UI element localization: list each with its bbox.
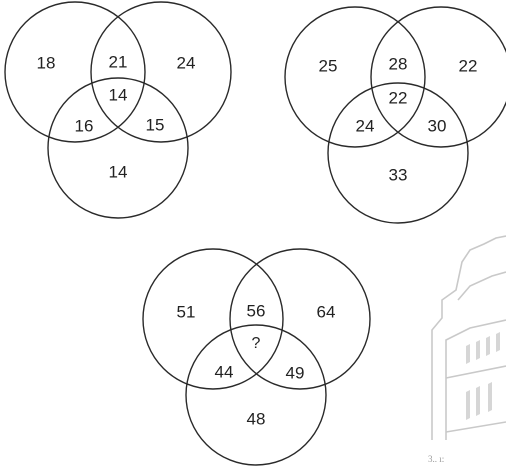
venn-diagram-1: 18 24 21 14 16 15 14 (5, 2, 231, 218)
venn-3-region-ab: 56 (247, 301, 266, 320)
venn-1-region-a-only: 18 (37, 53, 56, 72)
venn-3-region-abc-unknown: ? (252, 335, 261, 352)
venn-1-region-c-only: 14 (109, 162, 128, 181)
venn-3-region-bc: 49 (286, 363, 305, 382)
venn-3-region-b-only: 64 (317, 302, 336, 321)
venn-diagram-3: 51 64 56 ? 44 49 48 (143, 249, 370, 465)
venn-2-region-b-only: 22 (459, 56, 478, 75)
venn-3-region-c-only: 48 (247, 409, 266, 428)
venn-2-region-ab: 28 (389, 54, 408, 73)
venn-2-region-abc: 22 (389, 88, 408, 107)
venn-1-region-ac: 16 (75, 116, 94, 135)
venn-2-region-bc: 30 (428, 116, 447, 135)
venn-2-region-a-only: 25 (319, 56, 338, 75)
venn-3-region-a-only: 51 (177, 302, 196, 321)
watermark-caption: 3.. ı: (428, 454, 444, 464)
venn-1-region-ab: 21 (109, 52, 128, 71)
venn-2-region-c-only: 33 (389, 165, 408, 184)
venn-1-region-b-only: 24 (177, 53, 196, 72)
venn-2-region-ac: 24 (356, 116, 375, 135)
venn-3-region-ac: 44 (215, 362, 234, 381)
venn-1-region-abc: 14 (109, 85, 128, 104)
venn-diagram-2: 25 22 28 22 24 30 33 (285, 7, 506, 223)
venn-1-region-bc: 15 (146, 115, 165, 134)
watermark-building-sketch: 3.. ı: (428, 236, 506, 464)
